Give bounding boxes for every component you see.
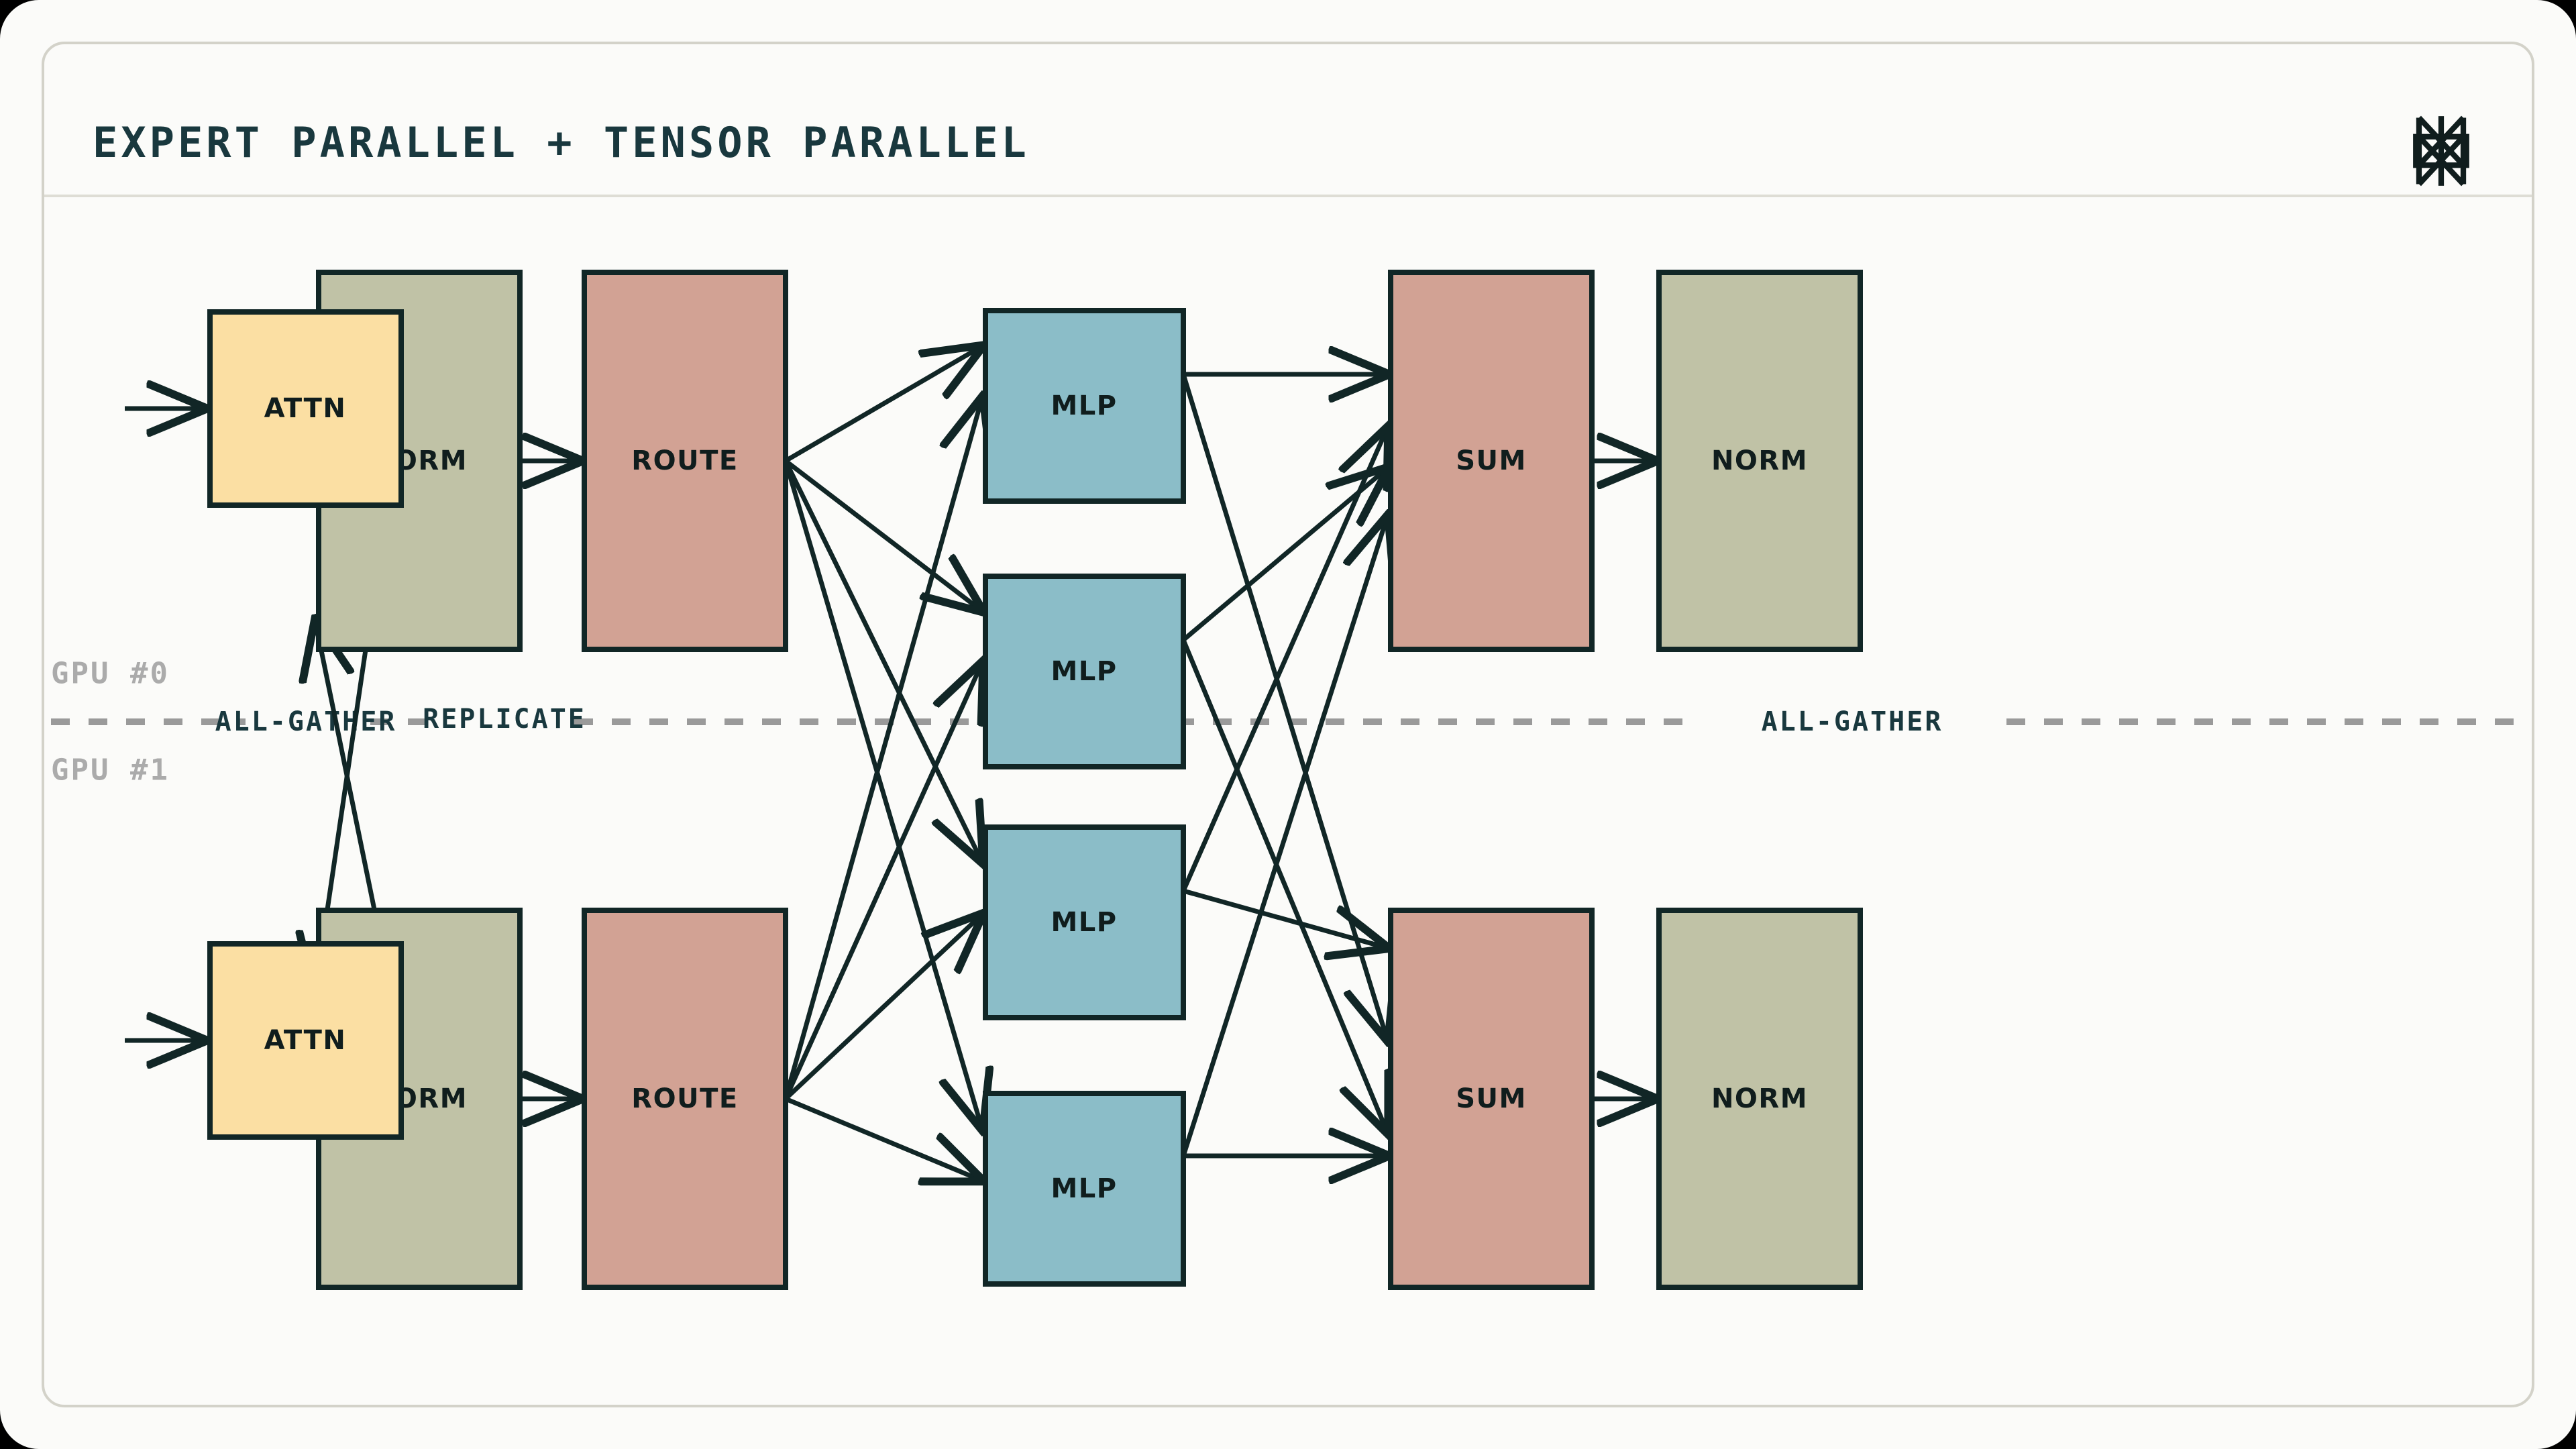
- node-label: ROUTE: [631, 445, 738, 476]
- node-label: SUM: [1456, 1083, 1527, 1114]
- node-label: MLP: [1051, 907, 1117, 938]
- node-sum-gpu0[interactable]: SUM: [1388, 270, 1595, 652]
- node-rect[interactable]: [1656, 270, 1863, 652]
- node-label: ROUTE: [631, 1083, 738, 1114]
- edge-layer: [125, 327, 1656, 1181]
- edge-route0-mlp-e3: [783, 460, 982, 1129]
- node-label: SUM: [1456, 445, 1527, 476]
- divider-label-all-gather-right: ALL-GATHER: [1762, 706, 1943, 737]
- node-rect[interactable]: [983, 824, 1186, 1020]
- edge-mlp-e2-sum1: [1183, 888, 1387, 948]
- node-label: ATTN: [264, 1025, 347, 1056]
- node-layer: NORM ROUTE ATTN MLP: [207, 270, 1863, 1290]
- node-mlp-e2[interactable]: MLP: [983, 824, 1186, 1020]
- edge-route1-mlp-e3: [784, 1096, 982, 1181]
- node-label: MLP: [1051, 656, 1117, 687]
- edge-route1-mlp-e1: [783, 663, 982, 1100]
- divider-label-all-gather-left: ALL-GATHER: [215, 706, 397, 737]
- node-rect[interactable]: [1388, 270, 1595, 652]
- node-norm2-gpu1[interactable]: NORM: [1656, 908, 1863, 1290]
- node-label: NORM: [1711, 445, 1808, 476]
- page-title: EXPERT PARALLEL + TENSOR PARALLEL: [93, 118, 1030, 167]
- starburst-logo-icon: [2413, 115, 2469, 186]
- node-rect[interactable]: [207, 309, 404, 508]
- node-mlp-e3[interactable]: MLP: [983, 1091, 1186, 1287]
- node-sum-gpu1[interactable]: SUM: [1388, 908, 1595, 1290]
- node-mlp-e0[interactable]: MLP: [983, 308, 1186, 504]
- edge-mlp-e1-sum0: [1181, 468, 1387, 642]
- node-rect[interactable]: [1388, 908, 1595, 1290]
- card-header: EXPERT PARALLEL + TENSOR PARALLEL: [44, 44, 2532, 197]
- node-rect[interactable]: [582, 908, 788, 1290]
- edge-mlp-e3-sum0: [1181, 517, 1387, 1157]
- edge-mlp-e2-sum0: [1181, 428, 1387, 892]
- node-rect[interactable]: [582, 270, 788, 652]
- edge-route0-mlp-e1: [784, 459, 982, 611]
- node-attn-gpu0[interactable]: ATTN: [207, 309, 404, 508]
- edge-route1-mlp-e0: [783, 398, 982, 1099]
- node-label: MLP: [1051, 390, 1117, 421]
- edge-route0-mlp-e2: [783, 460, 982, 862]
- diagram-card: EXPERT PARALLEL + TENSOR PARALLEL: [42, 42, 2534, 1407]
- node-label: MLP: [1051, 1173, 1117, 1204]
- node-rect[interactable]: [983, 574, 1186, 769]
- node-label: ATTN: [264, 393, 347, 424]
- node-label: NORM: [1711, 1083, 1808, 1114]
- node-norm2-gpu0[interactable]: NORM: [1656, 270, 1863, 652]
- node-rect[interactable]: [1656, 908, 1863, 1290]
- edge-route1-mlp-e2: [784, 914, 982, 1101]
- edge-mlp-e1-sum1: [1181, 639, 1387, 1132]
- node-rect[interactable]: [207, 941, 404, 1140]
- diagram-canvas: ALL-GATHER REPLICATE ALL-GATHER GPU #0 G…: [44, 200, 2532, 1405]
- gpu-lane-label-0: GPU #0: [51, 657, 170, 691]
- node-rect[interactable]: [983, 308, 1186, 504]
- node-attn-gpu1[interactable]: ATTN: [207, 941, 404, 1140]
- node-rect[interactable]: [983, 1091, 1186, 1287]
- divider-label-replicate: REPLICATE: [423, 704, 586, 735]
- node-route-gpu1[interactable]: ROUTE: [582, 908, 788, 1290]
- gpu-lane-label-1: GPU #1: [51, 753, 170, 788]
- node-route-gpu0[interactable]: ROUTE: [582, 270, 788, 652]
- edge-route0-mlp-e0: [784, 346, 982, 464]
- node-mlp-e1[interactable]: MLP: [983, 574, 1186, 769]
